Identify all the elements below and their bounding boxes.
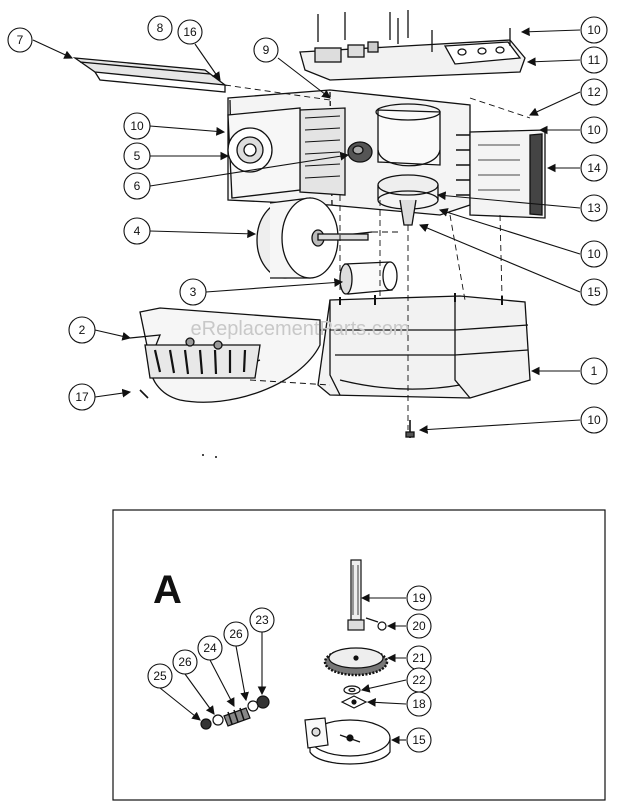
callout-circle-1 xyxy=(580,357,608,385)
callout-circle-13 xyxy=(580,194,608,222)
callout-label-2: 2 xyxy=(79,323,86,337)
callout-labels-inset: 19 20 21 22 18 15 23 26 24 26 25 xyxy=(153,591,426,747)
callout-circle-15-inset xyxy=(406,727,432,753)
callout-label-8: 8 xyxy=(157,21,164,35)
callout-circle-5 xyxy=(123,142,151,170)
callout-label-12: 12 xyxy=(587,85,601,99)
circuit-board-part xyxy=(456,129,546,219)
callout-label-17: 17 xyxy=(75,390,89,404)
spring-assembly-part xyxy=(200,695,270,730)
callout-circle-19 xyxy=(406,585,432,611)
callout-circle-26-left xyxy=(172,649,198,675)
callout-label-10-top: 10 xyxy=(587,23,601,37)
capacitor-cylinder-part xyxy=(339,261,398,295)
callout-circle-10-top xyxy=(580,16,608,44)
side-bracket-part xyxy=(227,107,301,199)
callout-circle-23 xyxy=(249,607,275,633)
callout-label-10-mid: 10 xyxy=(587,247,601,261)
inset-a-letter: A xyxy=(153,568,182,612)
callout-label-23: 23 xyxy=(255,613,269,627)
callout-circle-4 xyxy=(123,217,151,245)
clip-part xyxy=(365,617,387,631)
callout-label-10-right: 10 xyxy=(587,123,601,137)
callout-circle-16 xyxy=(177,19,203,45)
callout-circle-20 xyxy=(406,613,432,639)
callout-labels-main: 7 8 16 9 10 11 12 10 14 13 10 15 1 10 10… xyxy=(17,21,601,427)
callout-circle-26-right xyxy=(223,621,249,647)
assembly-guide-lines xyxy=(224,84,531,430)
callout-circle-25 xyxy=(147,663,173,689)
callout-label-26-left: 26 xyxy=(178,655,192,669)
callout-label-20: 20 xyxy=(412,619,426,633)
bottom-screw-part xyxy=(405,420,415,438)
capacitor-part xyxy=(347,141,373,163)
callout-circle-18 xyxy=(406,691,432,717)
callout-circle-17 xyxy=(68,383,96,411)
lens-cover-part xyxy=(72,57,228,93)
callout-circle-7 xyxy=(7,27,33,53)
callout-label-15-main: 15 xyxy=(587,285,601,299)
callout-label-13: 13 xyxy=(587,201,601,215)
watermark-text: eReplacementParts.com xyxy=(191,318,410,340)
callout-circle-8 xyxy=(147,15,173,41)
callout-circle-12 xyxy=(580,78,608,106)
small-screw-part xyxy=(139,389,149,399)
callout-circle-10-bottom xyxy=(580,406,608,434)
gear-part xyxy=(323,647,389,677)
callout-label-10-left: 10 xyxy=(130,119,144,133)
callout-label-14: 14 xyxy=(587,161,601,175)
mounting-plate-part xyxy=(299,10,526,81)
callout-label-9: 9 xyxy=(263,43,270,57)
callout-label-3: 3 xyxy=(190,285,197,299)
callout-label-1: 1 xyxy=(591,364,598,378)
callout-label-10-bottom: 10 xyxy=(587,413,601,427)
washer-part xyxy=(343,685,361,695)
plate-part xyxy=(340,695,368,709)
main-assembly xyxy=(72,10,546,458)
callout-circle-11 xyxy=(580,46,608,74)
callout-circle-9 xyxy=(253,37,279,63)
callout-label-11: 11 xyxy=(588,53,601,67)
callouts-main xyxy=(7,15,608,434)
drive-shaft-part xyxy=(347,559,365,631)
callout-circle-14 xyxy=(580,154,608,182)
light-bracket-part xyxy=(129,307,321,403)
callout-label-24: 24 xyxy=(203,641,217,655)
callout-label-5: 5 xyxy=(134,149,141,163)
gear-housing-part xyxy=(304,717,391,765)
callout-label-18: 18 xyxy=(412,697,426,711)
callout-label-22: 22 xyxy=(412,673,426,687)
callout-circle-15-main xyxy=(580,278,608,306)
housing-cover-part xyxy=(317,293,531,399)
callout-circle-6 xyxy=(123,172,151,200)
callout-label-21: 21 xyxy=(412,651,426,665)
callout-label-16: 16 xyxy=(183,25,197,39)
callout-label-7: 7 xyxy=(17,33,24,47)
callout-circle-10-mid xyxy=(580,240,608,268)
motor-drum-part xyxy=(256,197,373,279)
callout-circle-2 xyxy=(68,316,96,344)
callout-label-26-right: 26 xyxy=(229,627,243,641)
callout-label-15-inset: 15 xyxy=(412,733,426,747)
callout-circle-3 xyxy=(179,278,207,306)
callout-label-25: 25 xyxy=(153,669,167,683)
callout-circle-10-left xyxy=(123,112,151,140)
callout-circle-24 xyxy=(197,635,223,661)
callout-label-6: 6 xyxy=(134,179,141,193)
callout-label-19: 19 xyxy=(412,591,426,605)
inset-a-box: A xyxy=(112,509,606,801)
callout-label-4: 4 xyxy=(134,224,141,238)
callouts-inset xyxy=(147,585,432,753)
callout-circle-10-right xyxy=(580,116,608,144)
